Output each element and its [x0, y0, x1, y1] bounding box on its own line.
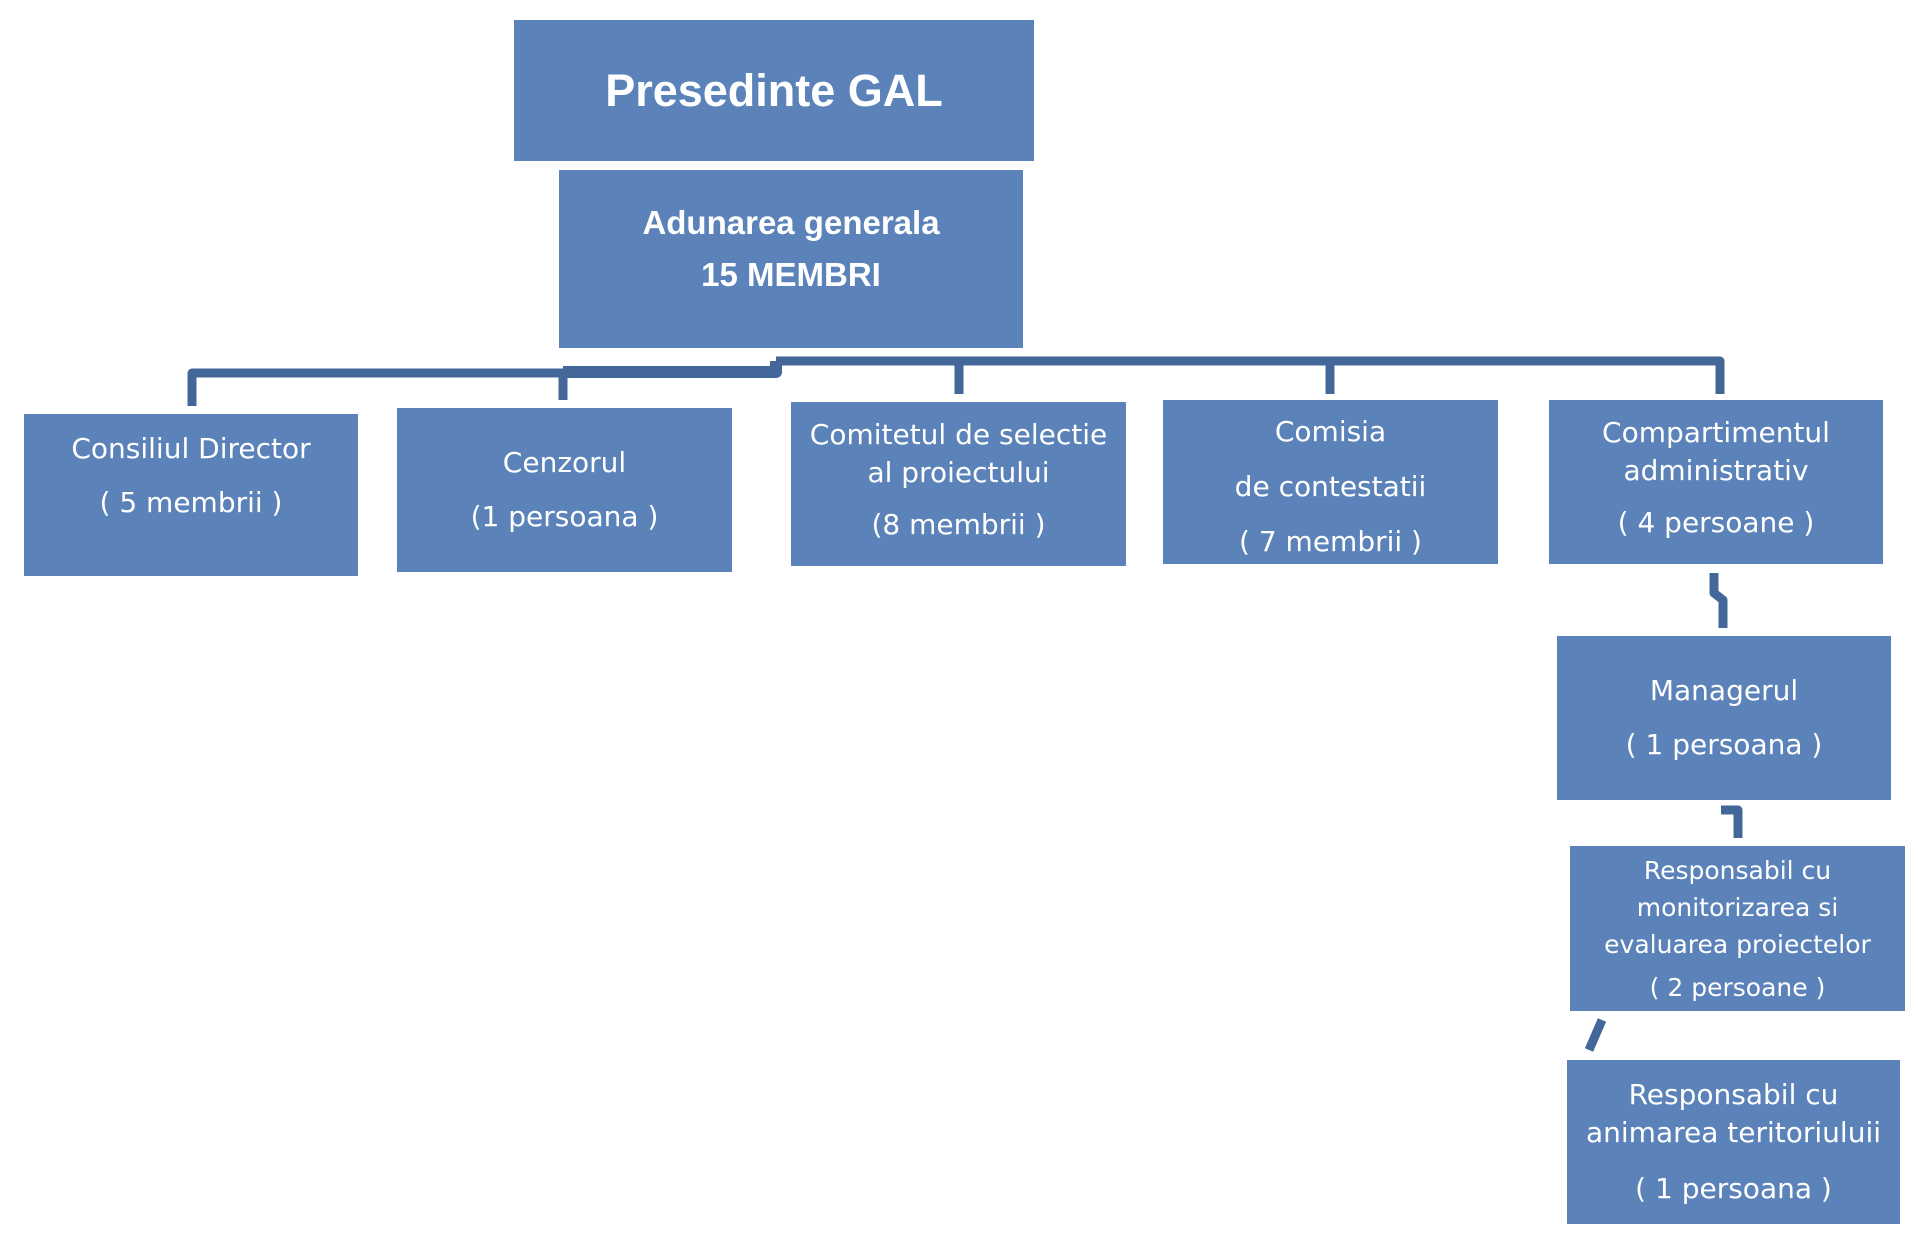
- connector-main-left: [187, 368, 563, 406]
- compartimentul-administrativ-label-2: administrativ: [1623, 454, 1809, 487]
- comitetul-selectie-box[interactable]: Comitetul de selectie al proiectului (8 …: [791, 402, 1126, 566]
- adunarea-generala-count: 15 MEMBRI: [701, 256, 881, 293]
- connector-main-mid: [563, 361, 782, 378]
- adunarea-generala-label: Adunarea generala: [642, 204, 940, 241]
- presedinte-gal-box[interactable]: Presedinte GAL: [514, 20, 1034, 161]
- managerul-box[interactable]: Managerul ( 1 persoana ): [1557, 636, 1891, 800]
- consiliul-director-label: Consiliul Director: [71, 432, 311, 465]
- responsabil-monitorizare-count: ( 2 persoane ): [1649, 973, 1826, 1002]
- managerul-label: Managerul: [1649, 674, 1799, 707]
- comisia-contestatii-count: ( 7 membrii ): [1239, 525, 1422, 558]
- responsabil-animare-label-2: animarea teritoriuluii: [1585, 1116, 1882, 1149]
- comisia-contestatii-box[interactable]: Comisia de contestatii ( 7 membrii ): [1163, 400, 1498, 564]
- compartimentul-administrativ-label-1: Compartimentul: [1602, 416, 1830, 449]
- comitetul-selectie-count: (8 membrii ): [871, 508, 1046, 541]
- compartimentul-administrativ-box[interactable]: Compartimentul administrativ ( 4 persoan…: [1549, 400, 1883, 564]
- responsabil-animare-box[interactable]: Responsabil cu animarea teritoriuluii ( …: [1567, 1060, 1900, 1224]
- connector-managerul-monitorizare: [1721, 805, 1743, 838]
- comitetul-selectie-label-2: al proiectului: [867, 456, 1050, 489]
- responsabil-monitorizare-label-3: evaluarea proiectelor: [1604, 930, 1871, 959]
- responsabil-animare-label-1: Responsabil cu: [1628, 1078, 1839, 1111]
- connector-compartimentul-managerul: [1709, 573, 1728, 628]
- connector-main-right: [776, 356, 1725, 394]
- responsabil-monitorizare-label-2: monitorizarea si: [1636, 893, 1839, 922]
- consiliul-director-box[interactable]: Consiliul Director ( 5 membrii ): [24, 414, 358, 576]
- connector-monitorizare-animare: [1584, 1018, 1607, 1052]
- comisia-contestatii-label-2: de contestatii: [1234, 470, 1427, 503]
- compartimentul-administrativ-count: ( 4 persoane ): [1617, 506, 1815, 539]
- responsabil-monitorizare-box[interactable]: Responsabil cu monitorizarea si evaluare…: [1570, 846, 1905, 1011]
- cenzorul-label: Cenzorul: [502, 446, 627, 479]
- adunarea-generala-box[interactable]: Adunarea generala 15 MEMBRI: [559, 170, 1023, 348]
- cenzorul-count: (1 persoana ): [470, 500, 659, 533]
- consiliul-director-count: ( 5 membrii ): [99, 486, 283, 519]
- responsabil-monitorizare-label-1: Responsabil cu: [1643, 856, 1832, 885]
- presedinte-gal-label: Presedinte GAL: [605, 64, 943, 116]
- comitetul-selectie-label-1: Comitetul de selectie: [809, 418, 1108, 451]
- managerul-count: ( 1 persoana ): [1625, 728, 1823, 761]
- responsabil-animare-count: ( 1 persoana ): [1635, 1172, 1832, 1205]
- comisia-contestatii-label-1: Comisia: [1274, 415, 1387, 448]
- cenzorul-box[interactable]: Cenzorul (1 persoana ): [397, 408, 732, 572]
